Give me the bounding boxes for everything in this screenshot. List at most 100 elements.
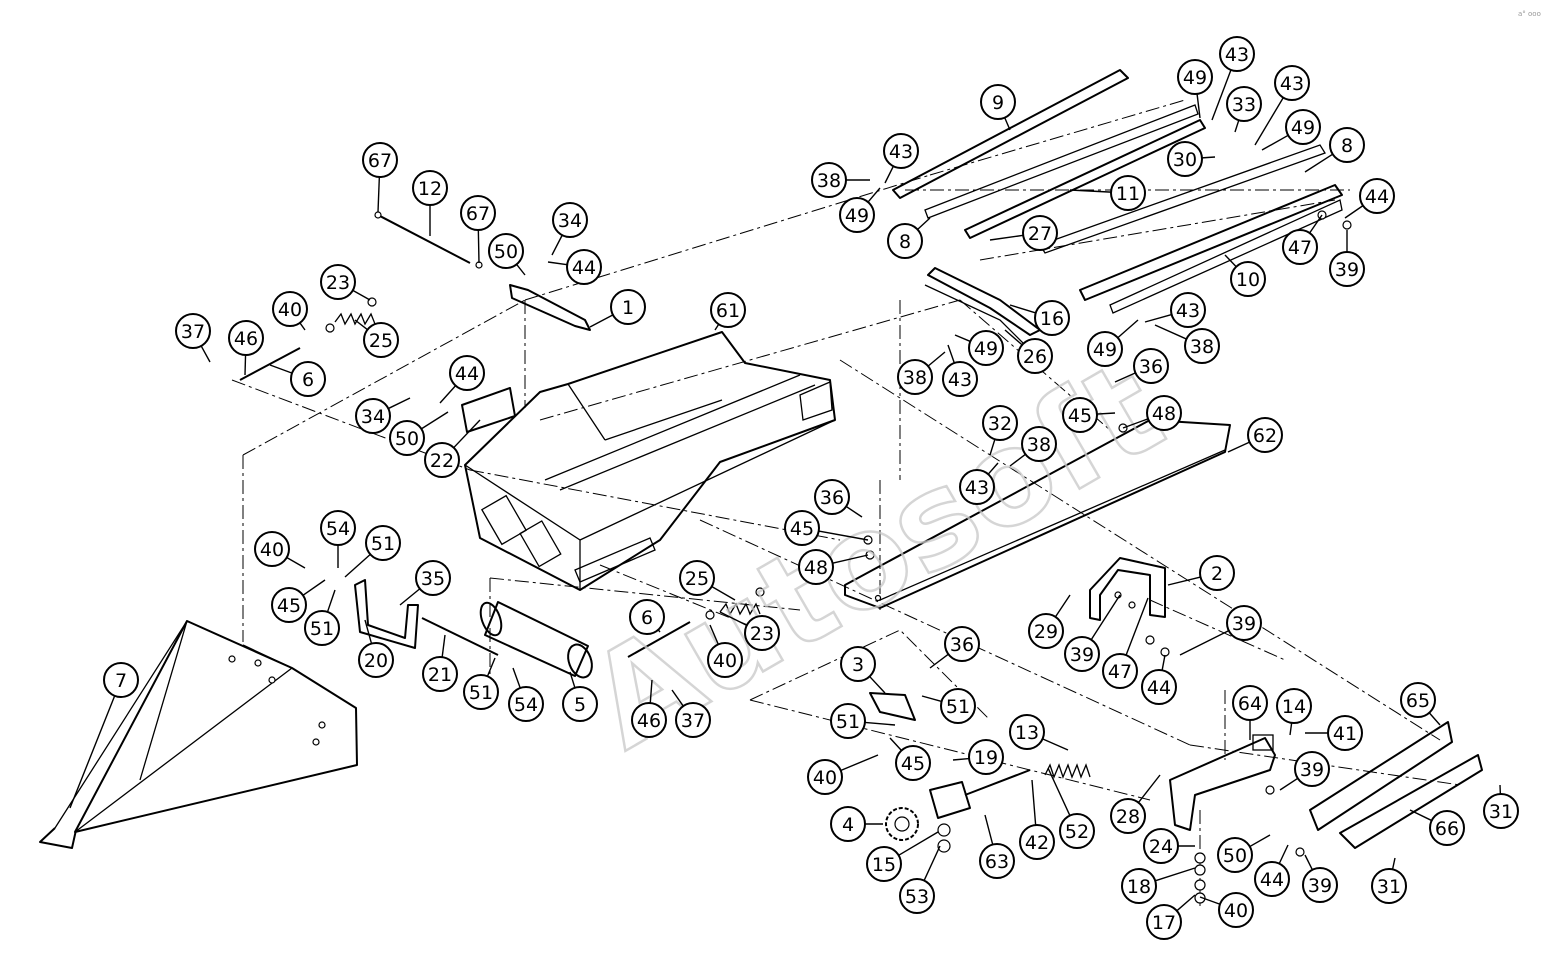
leader-line [1254,97,1284,146]
leader-line [984,814,994,845]
callout-circle [1226,605,1262,641]
callout-label: 30 [1173,149,1197,171]
callout-circle [271,587,307,623]
leader-line [840,754,879,772]
callout-label: 47 [1108,661,1132,683]
callout-label: 49 [1291,117,1315,139]
callout-label: 44 [455,363,479,385]
leader-line [1114,372,1136,383]
callout-c44e: 44 [1254,844,1290,897]
leader-line [1304,854,1314,871]
leader-line [818,530,869,541]
callout-label: 45 [790,518,814,540]
callout-c40d: 40 [807,754,879,795]
callout-circle [422,656,458,692]
leader-line [1154,867,1196,882]
callout-circle [895,745,931,781]
part-20-lever [354,579,419,649]
leader-line [921,695,942,703]
leader-line [200,345,211,363]
leader-line [1428,712,1441,726]
callout-c27: 27 [989,215,1058,251]
callout-c63: 63 [979,814,1015,879]
leader-line [929,653,949,669]
callout-label: 67 [466,203,490,225]
callout-c43a: 43 [883,133,919,184]
callout-c2: 2 [1167,555,1235,591]
callout-label: 17 [1152,912,1176,934]
callout-c39c: 39 [1179,605,1262,656]
callout-label: 50 [494,241,518,263]
callout-label: 33 [1232,94,1256,116]
callout-circle [1429,810,1465,846]
leader-line [989,439,996,456]
callout-label: 64 [1238,693,1262,715]
callout-c34a: 34 [551,202,588,256]
callout-c51e: 51 [830,703,896,739]
leader-line [441,634,446,658]
callout-circle [1087,331,1123,367]
leader-line [952,757,970,761]
part-13-spring [1044,763,1091,779]
callout-label: 2 [1211,563,1223,585]
leader-line [1161,654,1166,671]
callout-label: 27 [1028,223,1052,245]
callout-circle [968,330,1004,366]
callout-c23b: 23 [719,611,780,651]
callout-c44b: 44 [439,355,485,404]
callout-label: 44 [1260,869,1284,891]
part-3-plate [869,692,916,721]
leader-line [1304,153,1334,173]
callout-label: 50 [395,428,419,450]
callout-c39b: 39 [1064,594,1121,672]
callout-label: 19 [974,747,998,769]
leader-line [269,364,293,374]
callout-label: 18 [1127,876,1151,898]
callout-label: 39 [1335,259,1359,281]
callout-circle [1141,669,1177,705]
callout-c44d: 44 [1141,654,1177,705]
callout-circle [463,674,499,710]
leader-line [867,187,881,203]
leader-line [1224,254,1237,268]
leader-line [1196,93,1201,119]
callout-c38c: 38 [1009,426,1057,467]
callout-c43c: 43 [1254,65,1310,146]
callout-circle [254,531,290,567]
callout-label: 40 [813,767,837,789]
callout-label: 13 [1015,722,1039,744]
callout-circle [897,359,933,395]
callout-label: 43 [965,477,989,499]
callout-circle [1062,397,1098,433]
callout-circle [811,162,847,198]
callout-label: 16 [1040,308,1064,330]
part-64-mount [1169,734,1276,831]
callout-c3: 3 [840,646,886,694]
leader-line [453,419,481,449]
callout-label: 38 [1190,336,1214,358]
callout-label: 49 [1183,67,1207,89]
leader-line [512,667,521,689]
callout-c32: 32 [982,405,1018,456]
callout-c45c: 45 [784,510,869,546]
callout-circle [710,292,746,328]
callout-label: 67 [368,150,392,172]
callout-circle [942,361,978,397]
callout-c51d: 51 [921,688,976,724]
leader-line [898,831,939,856]
leader-line [1069,189,1112,193]
callout-circle [1294,751,1330,787]
callout-circle [424,442,460,478]
leader-line [1117,319,1139,339]
leader-line [714,323,720,331]
callout-circle [1034,300,1070,336]
leader-line [1249,834,1271,848]
callout-label: 43 [1280,73,1304,95]
callout-label: 38 [817,170,841,192]
callout-circle [631,702,667,738]
callout-label: 26 [1023,346,1047,368]
leader-line [1009,304,1036,314]
callout-c53: 53 [899,845,941,914]
callout-c16: 16 [1009,300,1070,336]
leader-line [364,619,373,644]
